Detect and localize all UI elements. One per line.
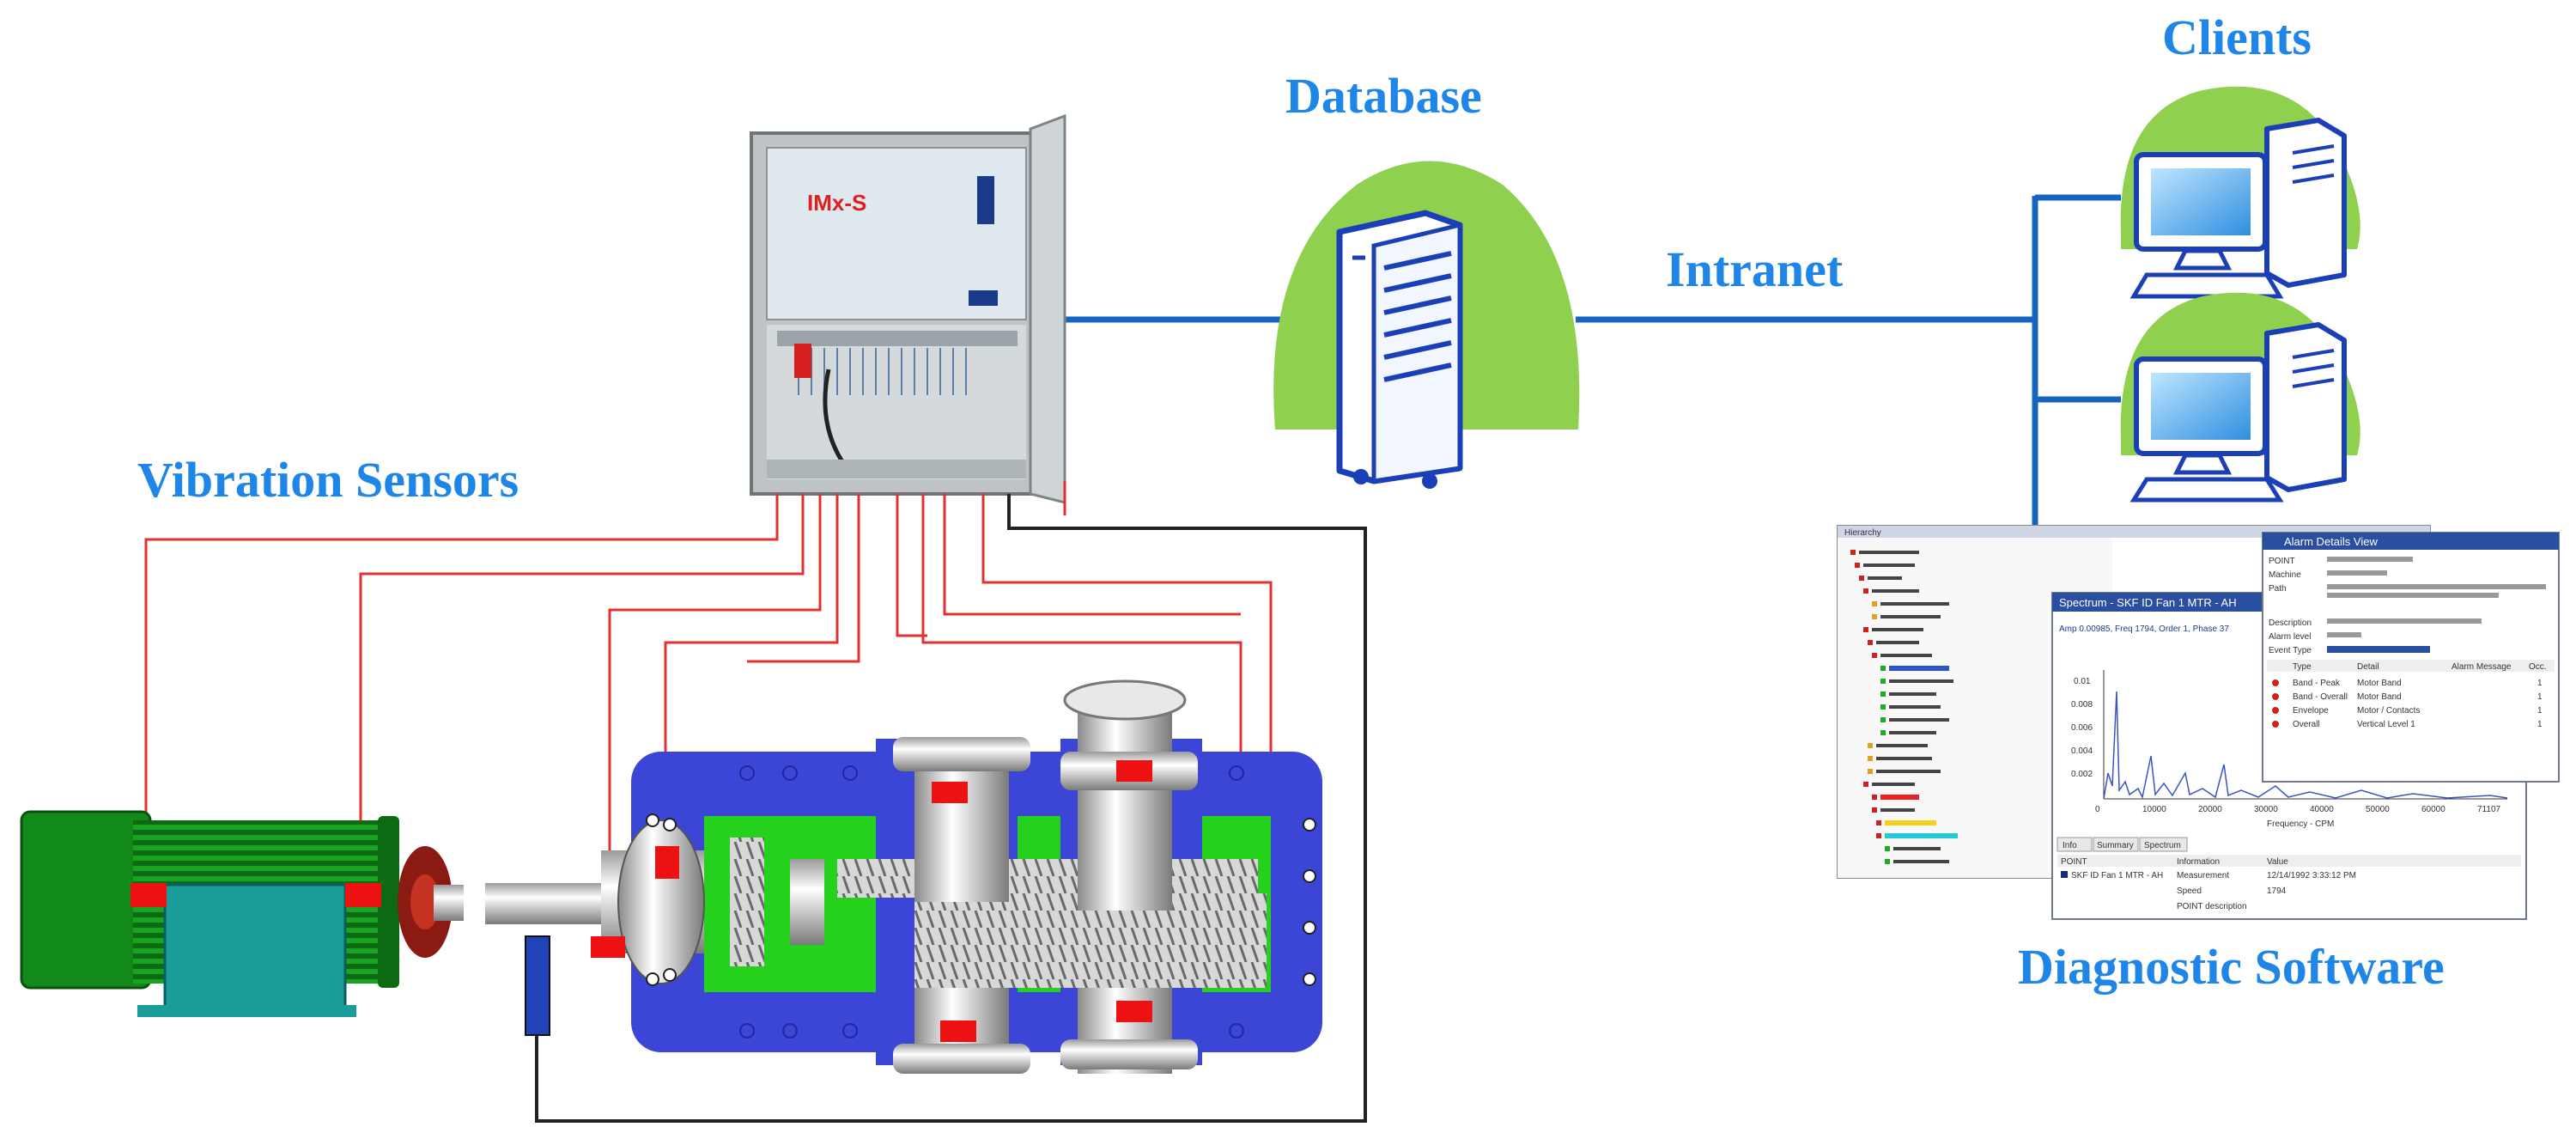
client-computer-1 bbox=[2120, 86, 2360, 299]
client-computer-2 bbox=[2120, 292, 2360, 503]
spectrum-plot: 0 10000 20000 30000 40000 50000 60000 71… bbox=[2071, 670, 2508, 829]
svg-text:Summary: Summary bbox=[2097, 841, 2134, 850]
gearbox-icon bbox=[485, 679, 1322, 1074]
svg-text:Event Type: Event Type bbox=[2269, 646, 2312, 655]
tree-window-title: Hierarchy bbox=[1844, 528, 1881, 538]
svg-text:Band - Peak: Band - Peak bbox=[2293, 679, 2341, 688]
svg-text:POINT description: POINT description bbox=[2177, 902, 2247, 911]
svg-text:Spectrum: Spectrum bbox=[2144, 841, 2181, 850]
svg-text:Description: Description bbox=[2269, 618, 2312, 628]
svg-text:Speed: Speed bbox=[2177, 886, 2202, 896]
svg-text:20000: 20000 bbox=[2198, 805, 2222, 814]
spectrum-window-title: Spectrum - SKF ID Fan 1 MTR - AH bbox=[2059, 596, 2237, 609]
cabinet-brand-text: IMx-S bbox=[807, 190, 866, 216]
electric-motor-icon bbox=[20, 810, 464, 1017]
svg-text:30000: 30000 bbox=[2254, 805, 2278, 814]
svg-text:71107: 71107 bbox=[2477, 805, 2501, 814]
diagnostic-software-screenshot: Hierarchy bbox=[1837, 525, 2560, 920]
svg-text:0.01: 0.01 bbox=[2074, 677, 2091, 686]
svg-text:50000: 50000 bbox=[2366, 805, 2390, 814]
svg-text:12/14/1992 3:33:12 PM: 12/14/1992 3:33:12 PM bbox=[2267, 871, 2356, 880]
svg-text:0.002: 0.002 bbox=[2071, 770, 2093, 779]
svg-text:Motor Band: Motor Band bbox=[2357, 692, 2402, 702]
svg-text:0.004: 0.004 bbox=[2071, 746, 2093, 756]
ground-wire bbox=[535, 494, 1367, 1123]
svg-text:Motor / Contacts: Motor / Contacts bbox=[2357, 706, 2420, 716]
svg-text:Motor Band: Motor Band bbox=[2357, 679, 2402, 688]
svg-text:60000: 60000 bbox=[2421, 805, 2445, 814]
svg-text:1: 1 bbox=[2537, 720, 2543, 729]
svg-text:40000: 40000 bbox=[2310, 805, 2334, 814]
vibration-sensors-label: Vibration Sensors bbox=[137, 452, 519, 508]
svg-text:Frequency - CPM: Frequency - CPM bbox=[2267, 819, 2334, 829]
vibration-sensor-markers bbox=[131, 760, 1152, 1042]
svg-text:1794: 1794 bbox=[2267, 886, 2287, 896]
alarm-fields: POINT Machine Path Description Alarm lev… bbox=[2269, 557, 2546, 655]
svg-text:Type: Type bbox=[2293, 662, 2312, 672]
svg-text:Alarm Message: Alarm Message bbox=[2451, 662, 2512, 672]
alarm-window-title: Alarm Details View bbox=[2284, 535, 2378, 548]
svg-text:Info: Info bbox=[2063, 841, 2077, 850]
desktop-computer-icon bbox=[2129, 322, 2347, 503]
svg-text:POINT: POINT bbox=[2061, 857, 2087, 867]
svg-text:0.008: 0.008 bbox=[2071, 700, 2093, 710]
info-table: POINT Information Value SKF ID Fan 1 MTR… bbox=[2057, 855, 2521, 911]
svg-text:Overall: Overall bbox=[2293, 720, 2320, 729]
svg-text:1: 1 bbox=[2537, 692, 2543, 702]
svg-text:Detail: Detail bbox=[2357, 662, 2379, 672]
desktop-computer-icon bbox=[2129, 118, 2347, 299]
svg-text:10000: 10000 bbox=[2142, 805, 2166, 814]
svg-text:Value: Value bbox=[2267, 857, 2288, 867]
network-links bbox=[1039, 194, 2121, 526]
intranet-label: Intranet bbox=[1666, 241, 1844, 297]
clients-label: Clients bbox=[2162, 9, 2312, 65]
svg-text:Alarm level: Alarm level bbox=[2269, 632, 2311, 642]
spectrum-readout: Amp 0.00985, Freq 1794, Order 1, Phase 3… bbox=[2059, 624, 2229, 634]
svg-text:0.006: 0.006 bbox=[2071, 723, 2093, 733]
svg-text:SKF ID Fan 1 MTR - AH: SKF ID Fan 1 MTR - AH bbox=[2071, 871, 2163, 880]
svg-text:Band - Overall: Band - Overall bbox=[2293, 692, 2348, 702]
svg-text:Vertical Level 1: Vertical Level 1 bbox=[2357, 720, 2415, 729]
svg-text:1: 1 bbox=[2537, 706, 2543, 716]
database-label: Database bbox=[1285, 68, 1482, 124]
tree-items bbox=[1850, 550, 1958, 864]
alarm-table: Type Detail Alarm Message Occ. Band - Pe… bbox=[2267, 660, 2555, 729]
svg-text:Machine: Machine bbox=[2269, 570, 2301, 580]
svg-text:Envelope: Envelope bbox=[2293, 706, 2329, 716]
svg-text:Measurement: Measurement bbox=[2177, 871, 2229, 880]
info-tabs: Info Summary Spectrum bbox=[2057, 837, 2188, 852]
svg-text:0: 0 bbox=[2095, 805, 2100, 814]
control-cabinet-icon: IMx-S bbox=[750, 113, 1066, 504]
database-server-icon bbox=[1273, 161, 1580, 489]
svg-text:Path: Path bbox=[2269, 584, 2287, 594]
svg-text:POINT: POINT bbox=[2269, 557, 2295, 566]
svg-text:1: 1 bbox=[2537, 679, 2543, 688]
svg-text:Information: Information bbox=[2177, 857, 2220, 867]
diagnostic-software-label: Diagnostic Software bbox=[2018, 939, 2445, 995]
svg-text:Occ.: Occ. bbox=[2529, 662, 2547, 672]
